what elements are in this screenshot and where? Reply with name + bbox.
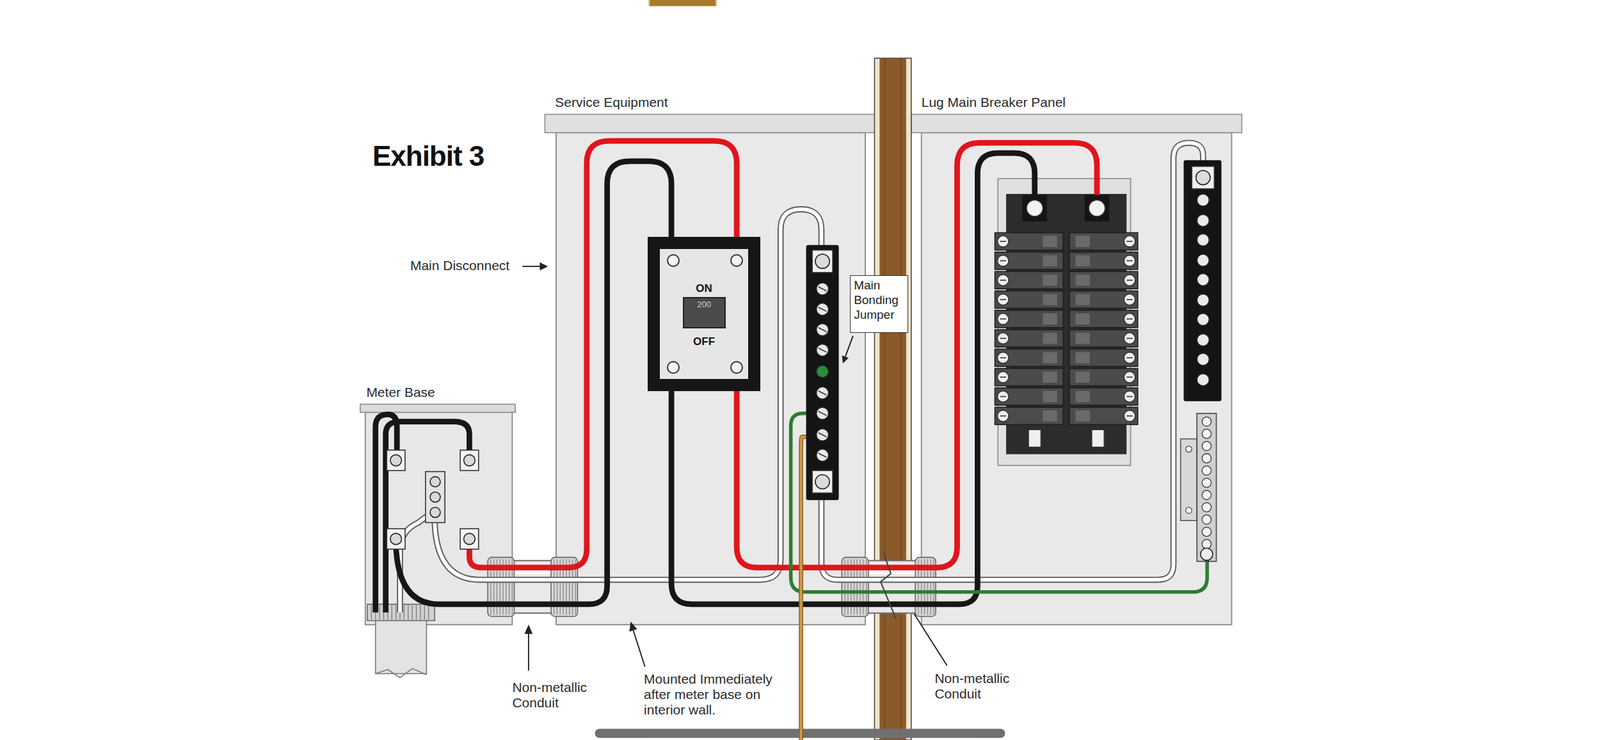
label-anchor: Non-metallic Conduit [512, 679, 600, 711]
wall-stud [874, 58, 911, 740]
annotation-label: Mounted Immediately after meter base on … [643, 671, 782, 718]
heading-anchor: Meter Base [366, 384, 435, 400]
heading-anchor: Service Equipment [554, 94, 668, 111]
enclosure-box: Lug Main Breaker Panel [921, 132, 1232, 624]
box-heading: Service Equipment [554, 94, 668, 111]
box-heading: Meter Base [366, 384, 435, 400]
annotation-label: Non-metallic Conduit [512, 679, 600, 711]
enclosure-box: Service EquipmentON200OFF [556, 132, 866, 624]
switch-position-label: OFF [693, 335, 715, 347]
switch-label-anchor: ON [695, 282, 713, 294]
annotation-label: Main Disconnect [410, 257, 510, 274]
breaker-rating: 200 [684, 298, 725, 309]
diagram-title: Exhibit 3 [372, 140, 484, 172]
service-equipment-housing [544, 114, 876, 625]
panel-neutral-bar [1183, 160, 1222, 401]
label-anchor: Main Disconnect [410, 257, 510, 274]
panel-housing [911, 114, 1243, 625]
heading-anchor: Lug Main Breaker Panel [921, 94, 1066, 111]
switch-position-label: ON [695, 282, 713, 294]
toggle-handle: 200 [682, 296, 726, 329]
box-heading: Lug Main Breaker Panel [921, 94, 1066, 111]
terminal-screw [730, 360, 744, 374]
breaker-bank [995, 193, 1138, 455]
title-anchor: Exhibit 3 [372, 140, 484, 172]
service-neutral-bar [806, 245, 840, 501]
enclosure-box: Meter Base [365, 412, 513, 625]
wires [375, 140, 1208, 740]
terminal-screw [666, 254, 680, 267]
callout-text: Main Bonding Jumper [853, 278, 905, 322]
terminal-screw [730, 254, 744, 267]
callout-box: Main Bonding Jumper [849, 275, 909, 333]
switch-label-anchor: OFF [693, 335, 715, 347]
ground-bar [1180, 413, 1217, 562]
annotation-label: Non-metallic Conduit [934, 670, 1022, 702]
break-mark [880, 552, 896, 619]
top-fragment [648, 0, 717, 7]
terminal-screw [666, 360, 680, 374]
panel-main-lugs [1022, 195, 1110, 222]
meter-lugs [386, 449, 479, 550]
label-anchor: Mounted Immediately after meter base on … [643, 671, 782, 718]
circuit-breaker: ON 200OFF [647, 236, 760, 392]
label-anchor: Non-metallic Conduit [934, 670, 1022, 702]
